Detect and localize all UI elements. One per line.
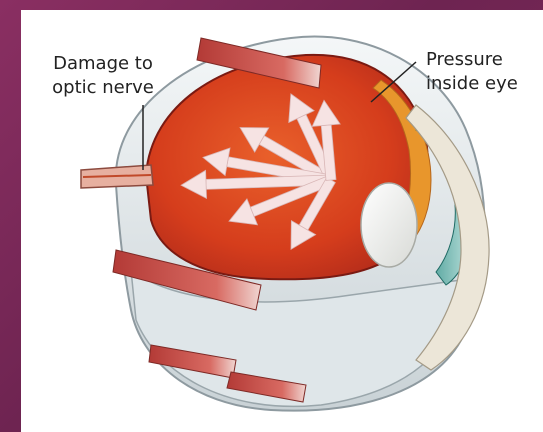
damage-label-line1: Damage to xyxy=(37,52,169,76)
damage-label-line2: optic nerve xyxy=(37,76,169,100)
illustration-panel: Damage to optic nerve Pressure inside ey… xyxy=(21,10,543,432)
pressure-label-line2: inside eye xyxy=(426,72,518,96)
damage-label: Damage to optic nerve xyxy=(37,52,169,100)
lens xyxy=(361,183,417,267)
pressure-label: Pressure inside eye xyxy=(426,48,518,96)
pressure-label-line1: Pressure xyxy=(426,48,518,72)
